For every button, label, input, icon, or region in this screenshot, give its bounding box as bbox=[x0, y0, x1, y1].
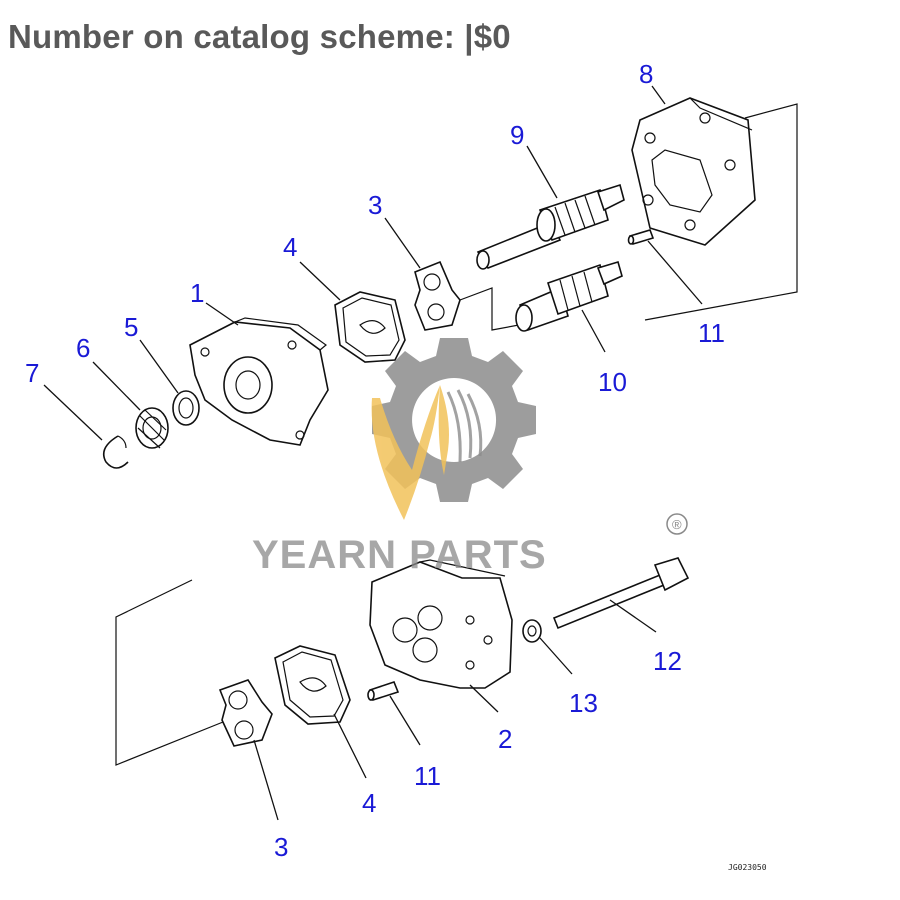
group-bracket-upper bbox=[459, 103, 798, 331]
part-12-bolt bbox=[552, 557, 690, 630]
leader-lines bbox=[43, 85, 703, 821]
part-1-front-cover bbox=[189, 317, 329, 446]
drawing-reference-code: JG023050 bbox=[728, 863, 767, 872]
callout-labels: 8 9 3 4 1 5 6 7 11 10 12 13 2 11 4 3 bbox=[25, 59, 725, 862]
part-9-drive-shaft bbox=[476, 183, 625, 270]
part-5-washer bbox=[172, 390, 200, 426]
callout-13: 13 bbox=[569, 688, 598, 718]
callout-2: 2 bbox=[498, 724, 512, 754]
callout-7: 7 bbox=[25, 358, 39, 388]
part-6-oil-seal bbox=[135, 407, 169, 449]
callout-6: 6 bbox=[76, 333, 90, 363]
gear-icon bbox=[372, 338, 536, 502]
callout-4-lower: 4 bbox=[362, 788, 376, 818]
watermark-logo: YEARN PARTS ® bbox=[252, 338, 688, 577]
part-3-bushing-plate-upper bbox=[414, 260, 461, 331]
callout-4-upper: 4 bbox=[283, 232, 297, 262]
callout-3-upper: 3 bbox=[368, 190, 382, 220]
part-11-dowel-pin-upper bbox=[627, 229, 655, 245]
page-title: Number on catalog scheme: |$0 bbox=[8, 18, 511, 55]
callout-11-upper: 11 bbox=[698, 318, 725, 348]
part-13-washer bbox=[522, 619, 542, 643]
registered-mark: ® bbox=[672, 517, 682, 532]
registered-mark-circle bbox=[666, 513, 688, 535]
part-4-seal-upper bbox=[334, 291, 406, 363]
part-3-bushing-plate-lower bbox=[218, 679, 273, 747]
part-4-seal-lower bbox=[274, 645, 351, 725]
callout-5: 5 bbox=[124, 312, 138, 342]
callout-8: 8 bbox=[639, 59, 653, 89]
flame-icon bbox=[371, 385, 449, 520]
part-11-dowel-pin-lower bbox=[367, 681, 400, 702]
callout-1: 1 bbox=[190, 278, 204, 308]
part-8-rear-plate bbox=[631, 97, 756, 246]
callout-11-lower: 11 bbox=[414, 761, 441, 791]
callout-10: 10 bbox=[598, 367, 627, 397]
part-7-snap-ring bbox=[102, 435, 129, 469]
callout-12: 12 bbox=[653, 646, 682, 676]
part-2-pump-body bbox=[369, 559, 513, 689]
part-10-driven-gear bbox=[515, 261, 623, 332]
callout-3-lower: 3 bbox=[274, 832, 288, 862]
callout-9: 9 bbox=[510, 120, 524, 150]
watermark-brand-text: YEARN PARTS bbox=[252, 533, 547, 577]
flame-streak-lines bbox=[446, 389, 483, 463]
group-bracket-lower bbox=[115, 579, 229, 766]
